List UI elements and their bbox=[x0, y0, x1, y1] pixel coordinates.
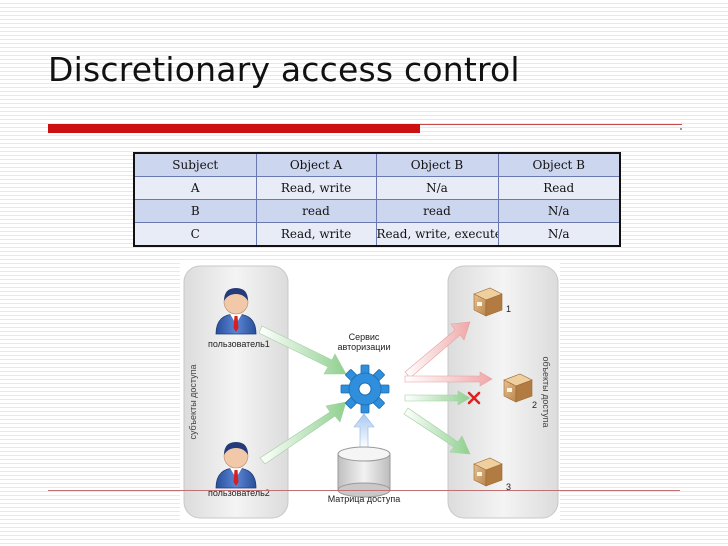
title-rule-thin bbox=[420, 124, 682, 125]
objects-label: объекты доступа bbox=[541, 356, 551, 428]
table-cell: Read bbox=[497, 176, 621, 200]
box-icon bbox=[503, 373, 533, 403]
header-cell: Subject bbox=[133, 152, 257, 177]
objects-panel bbox=[447, 265, 559, 519]
table-cell: C bbox=[133, 222, 257, 247]
table-cell: Read, write, execute bbox=[375, 222, 499, 247]
authorization-diagram: пользователь1 пользователь2 субъекты дос… bbox=[180, 262, 560, 522]
matrix-label: Матрица доступа bbox=[327, 494, 401, 504]
table-cell: read bbox=[255, 199, 377, 223]
header-cell: Object B bbox=[375, 152, 499, 177]
table-cell: read bbox=[375, 199, 499, 223]
object-number: 2 bbox=[532, 400, 538, 410]
object-number: 3 bbox=[506, 482, 512, 492]
table-cell: Read, write bbox=[255, 176, 377, 200]
deny-cross-icon bbox=[467, 391, 481, 405]
title-rule-red bbox=[48, 124, 420, 133]
table-row: A Read, write N/a Read bbox=[133, 176, 621, 200]
table-cell: N/a bbox=[497, 199, 621, 223]
request-arrow-user2 bbox=[259, 401, 347, 465]
box-icon bbox=[473, 287, 503, 317]
access-arrow-object3 bbox=[403, 407, 471, 455]
service-label-line2: авторизации bbox=[337, 342, 391, 352]
table-header-row: Subject Object A Object B Object B bbox=[133, 152, 621, 177]
table-row: C Read, write Read, write, execute N/a bbox=[133, 222, 621, 247]
request-arrow-user1 bbox=[258, 325, 347, 375]
access-arrow-denied bbox=[404, 390, 471, 406]
user1-label: пользователь1 bbox=[208, 339, 270, 349]
table-cell: N/a bbox=[497, 222, 621, 247]
table-cell: B bbox=[133, 199, 257, 223]
matrix-arrow bbox=[353, 413, 375, 449]
service-label-line1: Сервис bbox=[348, 332, 380, 342]
box-icon bbox=[473, 457, 503, 487]
diagram-canvas bbox=[183, 265, 559, 519]
table-cell: A bbox=[133, 176, 257, 200]
table-cell: Read, write bbox=[255, 222, 377, 247]
bottom-rule bbox=[48, 490, 680, 491]
user-icon bbox=[215, 442, 257, 489]
header-cell: Object A bbox=[255, 152, 377, 177]
title-rule-tick bbox=[680, 128, 682, 130]
subjects-label: субъекты доступа bbox=[188, 364, 198, 440]
access-arrow-object1 bbox=[404, 321, 471, 379]
gear-icon bbox=[340, 364, 390, 414]
object-number: 1 bbox=[506, 304, 512, 314]
user-icon bbox=[215, 288, 257, 335]
table-row: B read read N/a bbox=[133, 199, 621, 223]
database-icon bbox=[337, 446, 391, 498]
access-arrow-object2 bbox=[404, 371, 493, 387]
user2-label: пользователь2 bbox=[208, 488, 270, 498]
slide-title: Discretionary access control bbox=[48, 50, 520, 89]
access-control-table: Subject Object A Object B Object B A Rea… bbox=[133, 152, 621, 247]
table-cell: N/a bbox=[375, 176, 499, 200]
header-cell: Object B bbox=[497, 152, 621, 177]
service-label: Сервис авторизации bbox=[328, 332, 400, 352]
